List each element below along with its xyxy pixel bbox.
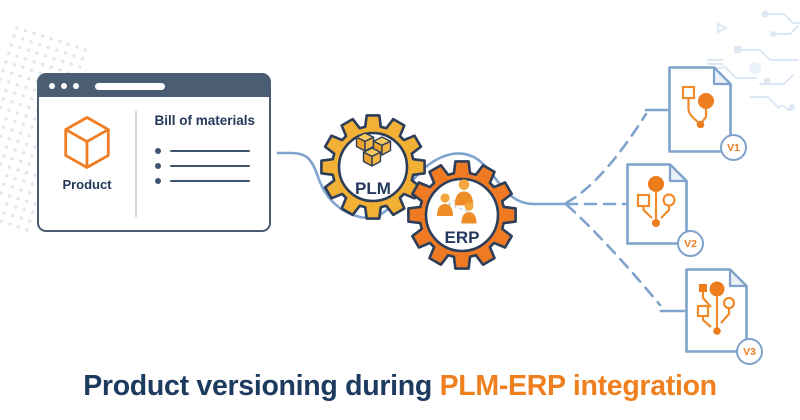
window-dot: [73, 83, 79, 89]
version-graph-v1-icon: [681, 85, 714, 129]
version-graph-v2-icon: [636, 176, 676, 227]
title-highlight: PLM-ERP integration: [439, 370, 718, 402]
product-cube-icon: [64, 116, 110, 169]
erp-people-icon: [437, 179, 477, 224]
window-dot: [61, 83, 67, 89]
plm-label: PLM: [355, 179, 391, 198]
bom-list: [154, 148, 270, 184]
divider: [135, 111, 137, 217]
bom-list-item: [154, 178, 270, 184]
window-dot: [49, 83, 55, 89]
browser-window: Product Bill of materials: [37, 73, 271, 232]
browser-titlebar: [39, 75, 269, 97]
branch-line-v3: [565, 203, 662, 307]
bom-list-item: [154, 163, 270, 169]
plm-cubes-icon: [355, 132, 392, 167]
bom-list-item: [154, 148, 270, 154]
document-v1: V1: [668, 66, 747, 161]
version-badge-v2: V2: [677, 230, 704, 257]
document-v3: V3: [685, 268, 763, 365]
version-badge-v3: V3: [736, 338, 763, 365]
bom-title: Bill of materials: [154, 113, 256, 128]
circuit-decoration: [706, 10, 800, 111]
version-badge-v1: V1: [720, 134, 747, 161]
erp-gear: ERP: [407, 160, 517, 270]
title-text: Product versioning during: [83, 370, 440, 402]
version-graph-v3-icon: [696, 281, 736, 335]
plm-gear: PLM: [320, 114, 426, 220]
erp-label: ERP: [445, 228, 480, 247]
page-title: Product versioning during PLM-ERP integr…: [0, 370, 800, 403]
branch-line-v1: [564, 112, 648, 205]
product-label: Product: [62, 177, 112, 192]
document-v2: V2: [626, 163, 704, 257]
url-bar: [95, 82, 165, 90]
